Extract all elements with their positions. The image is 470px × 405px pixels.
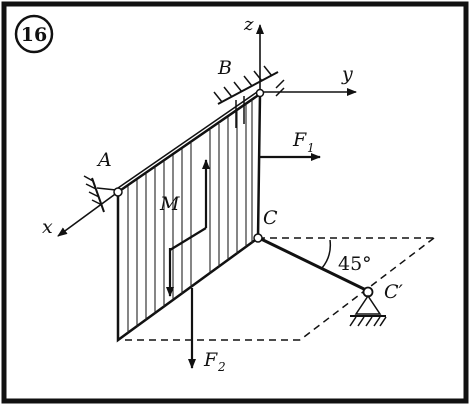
moment-m-label: M bbox=[159, 193, 180, 215]
rod-c-cprime bbox=[258, 236, 367, 292]
problem-number: 16 bbox=[21, 24, 47, 46]
point-cprime-label: C′ bbox=[384, 281, 404, 303]
z-axis-label: z bbox=[243, 14, 254, 35]
point-c-label: C bbox=[263, 207, 278, 229]
x-axis bbox=[57, 191, 119, 237]
point-c-pin bbox=[253, 233, 263, 243]
force-f2-label: F bbox=[203, 349, 218, 371]
hinge-b-support bbox=[213, 65, 285, 128]
force-f1-subscript: 1 bbox=[307, 141, 315, 155]
x-axis-label: x bbox=[42, 216, 53, 238]
angle-label: 45° bbox=[338, 253, 372, 275]
force-f2-subscript: 2 bbox=[217, 360, 226, 374]
plate bbox=[116, 89, 262, 343]
plate-hatching bbox=[127, 100, 253, 333]
problem-number-circle bbox=[14, 14, 54, 54]
hinge-a-support bbox=[83, 175, 117, 213]
moment-m-couple bbox=[166, 159, 210, 297]
force-f1-label: F bbox=[292, 129, 307, 151]
point-a-label: A bbox=[96, 149, 112, 171]
point-b-label: B bbox=[217, 57, 232, 79]
hinge-b-pin bbox=[255, 88, 265, 98]
hinge-a-pin bbox=[113, 187, 123, 197]
angle-arc bbox=[321, 239, 332, 269]
support-cprime bbox=[349, 294, 387, 327]
y-axis-label: y bbox=[341, 63, 353, 85]
